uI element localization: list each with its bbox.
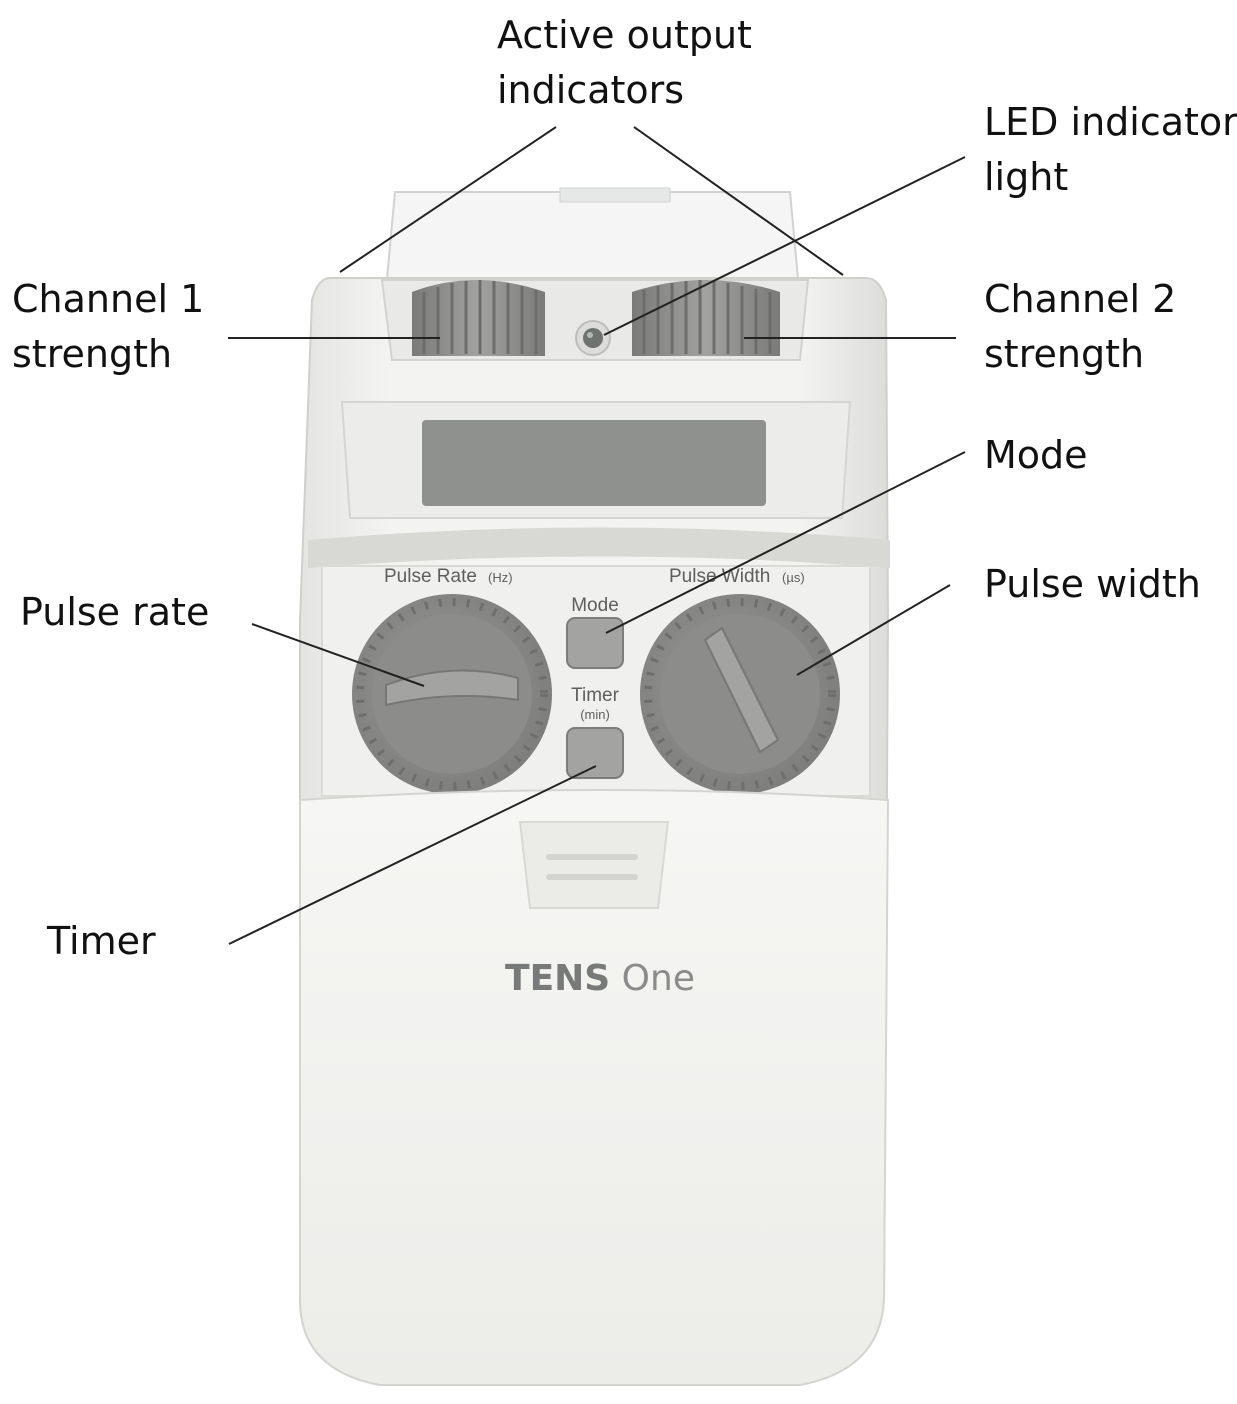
callout-channel-1-strength: Channel 1 strength [12,272,204,382]
latch-groove-2 [546,874,638,880]
latch-groove-1 [546,854,638,860]
leader-pulse-width [796,584,951,676]
led-indicator [575,320,611,356]
timer-panel-label: Timer [571,685,620,706]
pulse-rate-panel-label: Pulse Rate [384,566,477,587]
pulse-rate-unit: (Hz) [488,570,513,585]
callout-line: Channel 1 [12,277,205,321]
leader-led [603,156,966,336]
mode-button[interactable] [566,617,624,669]
callout-mode: Mode [984,428,1088,483]
callout-line: indicators [497,68,685,112]
timer-button[interactable] [566,727,624,779]
battery-cover [299,789,890,1386]
leader-mode [605,451,966,634]
callout-channel-2-strength: Channel 2 strength [984,272,1176,382]
callout-line: strength [984,332,1145,376]
channel-2-knob[interactable] [632,280,780,356]
callout-active-output-indicators: Active output indicators [497,8,752,118]
brand-logo: TENS One [505,958,695,999]
callout-led-indicator-light: LED indicator light [984,95,1237,205]
callout-pulse-rate: Pulse rate [20,585,209,640]
callout-pulse-width: Pulse width [984,557,1201,612]
channel-1-knob[interactable] [412,280,545,356]
leader-timer [228,765,597,945]
callout-line: Channel 2 [984,277,1177,321]
pulse-width-unit: (µs) [782,570,805,585]
callout-line: Timer [47,919,156,963]
leader-lines [228,126,966,945]
callout-line: strength [12,332,173,376]
callout-timer: Timer [47,914,156,969]
mode-panel-label: Mode [571,595,619,616]
callout-line: light [984,155,1069,199]
pulse-rate-dial[interactable] [352,594,552,794]
pulse-width-dial[interactable] [640,594,840,794]
callout-line: LED indicator [984,100,1237,144]
leader-pulse-rate [251,623,425,687]
timer-panel-unit: (min) [580,707,610,722]
brand-light: One [610,958,695,999]
brand-bold: TENS [505,958,610,999]
callout-line: Pulse width [984,562,1201,606]
cover-latch [518,821,670,909]
callout-line: Pulse rate [20,590,210,634]
lcd-screen [422,420,766,506]
body-ridge [308,527,890,568]
leader-active-output-right [633,126,844,276]
belt-clip-tab [559,187,671,203]
callout-line: Active output [497,13,752,57]
leader-active-output-left [339,126,557,273]
callout-line: Mode [984,433,1088,477]
